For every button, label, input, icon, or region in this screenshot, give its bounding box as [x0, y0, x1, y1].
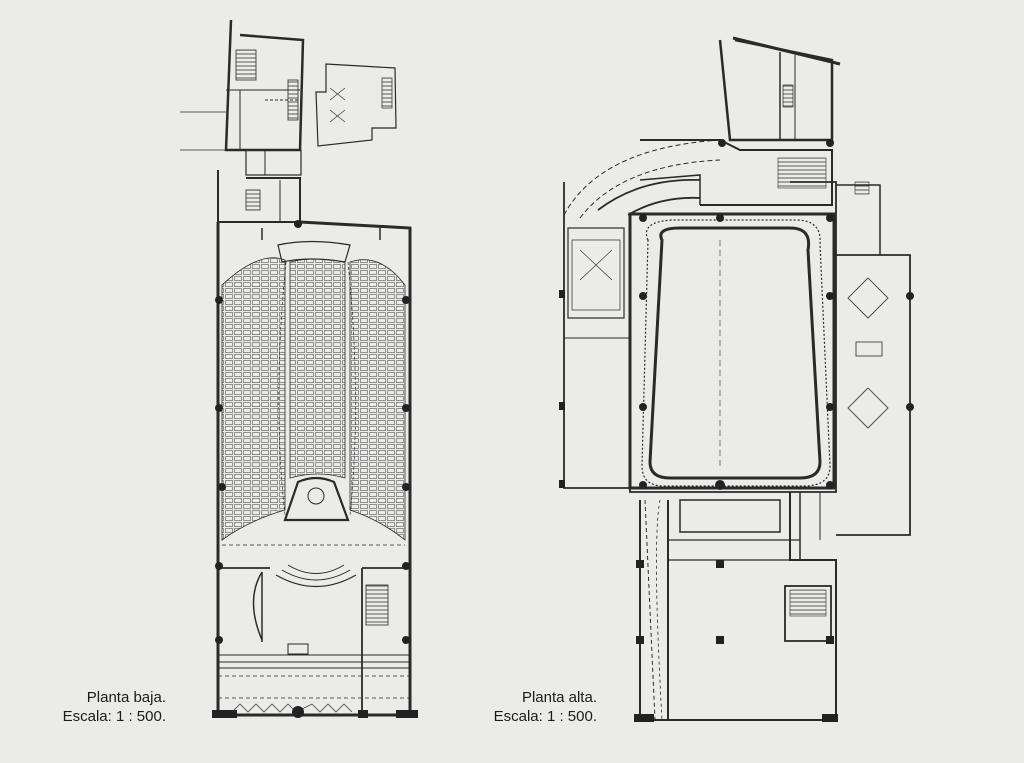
ground-annex: [180, 19, 305, 223]
upper-columns: [559, 139, 914, 722]
ground-floor-scale: Escala: 1 : 500.: [62, 708, 166, 725]
ground-floor-plan: [180, 19, 418, 718]
upper-lower-section: [639, 492, 837, 721]
upper-corridor: [563, 139, 721, 219]
ground-floor-caption: Planta baja. Escala: 1 : 500.: [40, 688, 166, 726]
upper-floor-scale: Escala: 1 : 500.: [493, 708, 597, 725]
detached-sketch: [315, 63, 397, 147]
ground-floor-title: Planta baja.: [86, 689, 166, 706]
ground-main-hall: [212, 220, 418, 718]
upper-floor-plan: [559, 36, 914, 722]
upper-annex: [640, 36, 841, 206]
upper-main-hall: [563, 181, 911, 536]
upper-floor-title: Planta alta.: [521, 689, 597, 706]
upper-floor-caption: Planta alta. Escala: 1 : 500.: [468, 688, 597, 726]
